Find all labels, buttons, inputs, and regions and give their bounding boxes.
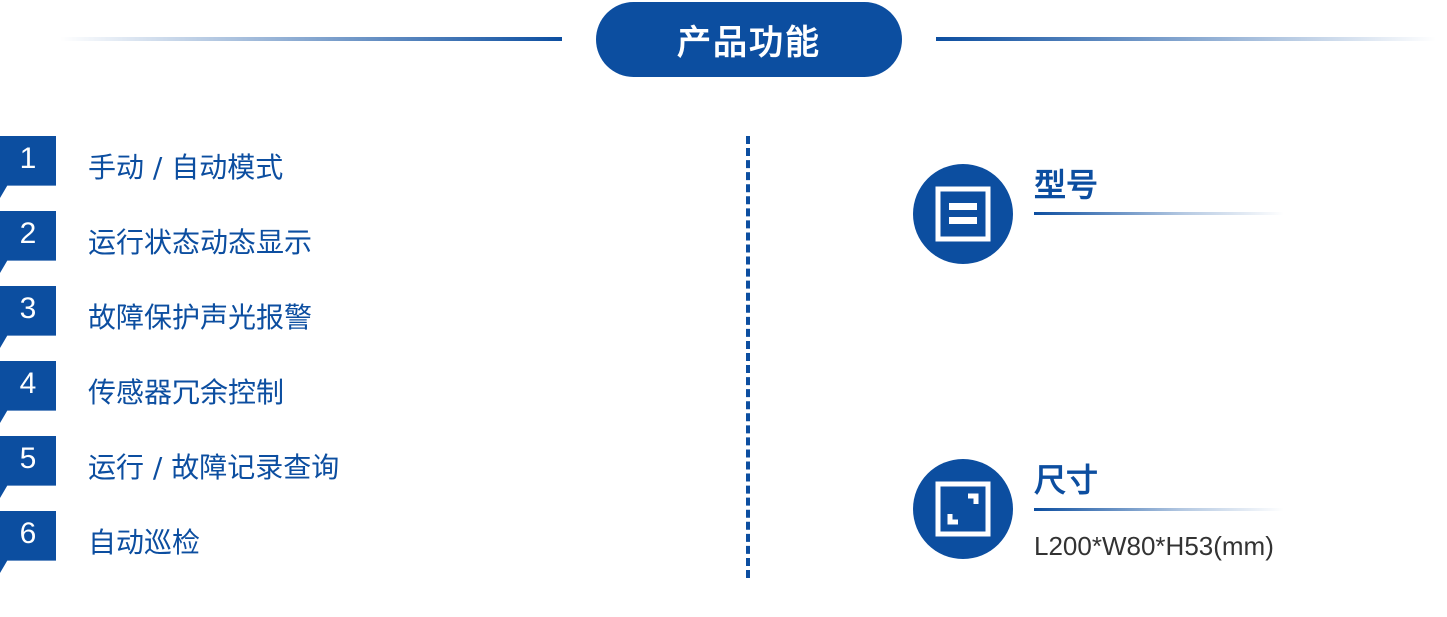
feature-item: 5 运行 / 故障记录查询 (0, 436, 700, 498)
feature-label: 故障保护声光报警 (88, 301, 313, 334)
feature-item: 2 运行状态动态显示 (0, 211, 700, 273)
feature-label: 运行 / 故障记录查询 (88, 451, 340, 484)
feature-number-badge: 5 (0, 436, 56, 498)
feature-number-badge: 2 (0, 211, 56, 273)
model-icon (913, 164, 1013, 264)
feature-number-badge: 4 (0, 361, 56, 423)
size-icon (913, 459, 1013, 559)
header-line-left (60, 37, 562, 41)
size-underline (1034, 508, 1284, 511)
feature-item: 4 传感器冗余控制 (0, 361, 700, 423)
model-underline (1034, 212, 1284, 215)
feature-number-badge: 6 (0, 511, 56, 573)
feature-label: 传感器冗余控制 (88, 376, 285, 409)
feature-number-badge: 1 (0, 136, 56, 198)
feature-label: 自动巡检 (88, 526, 201, 559)
size-value: L200*W80*H53(mm) (1034, 531, 1274, 561)
feature-item: 3 故障保护声光报警 (0, 286, 700, 348)
feature-item: 1 手动 / 自动模式 (0, 136, 700, 198)
feature-label: 手动 / 自动模式 (88, 151, 284, 184)
feature-item: 6 自动巡检 (0, 511, 700, 573)
header-line-right (936, 37, 1436, 41)
size-heading: 尺寸 (1034, 461, 1099, 499)
dashed-divider (746, 136, 750, 578)
feature-number-badge: 3 (0, 286, 56, 348)
feature-label: 运行状态动态显示 (88, 226, 313, 259)
model-heading: 型号 (1034, 166, 1099, 204)
section-title: 产品功能 (596, 2, 902, 77)
